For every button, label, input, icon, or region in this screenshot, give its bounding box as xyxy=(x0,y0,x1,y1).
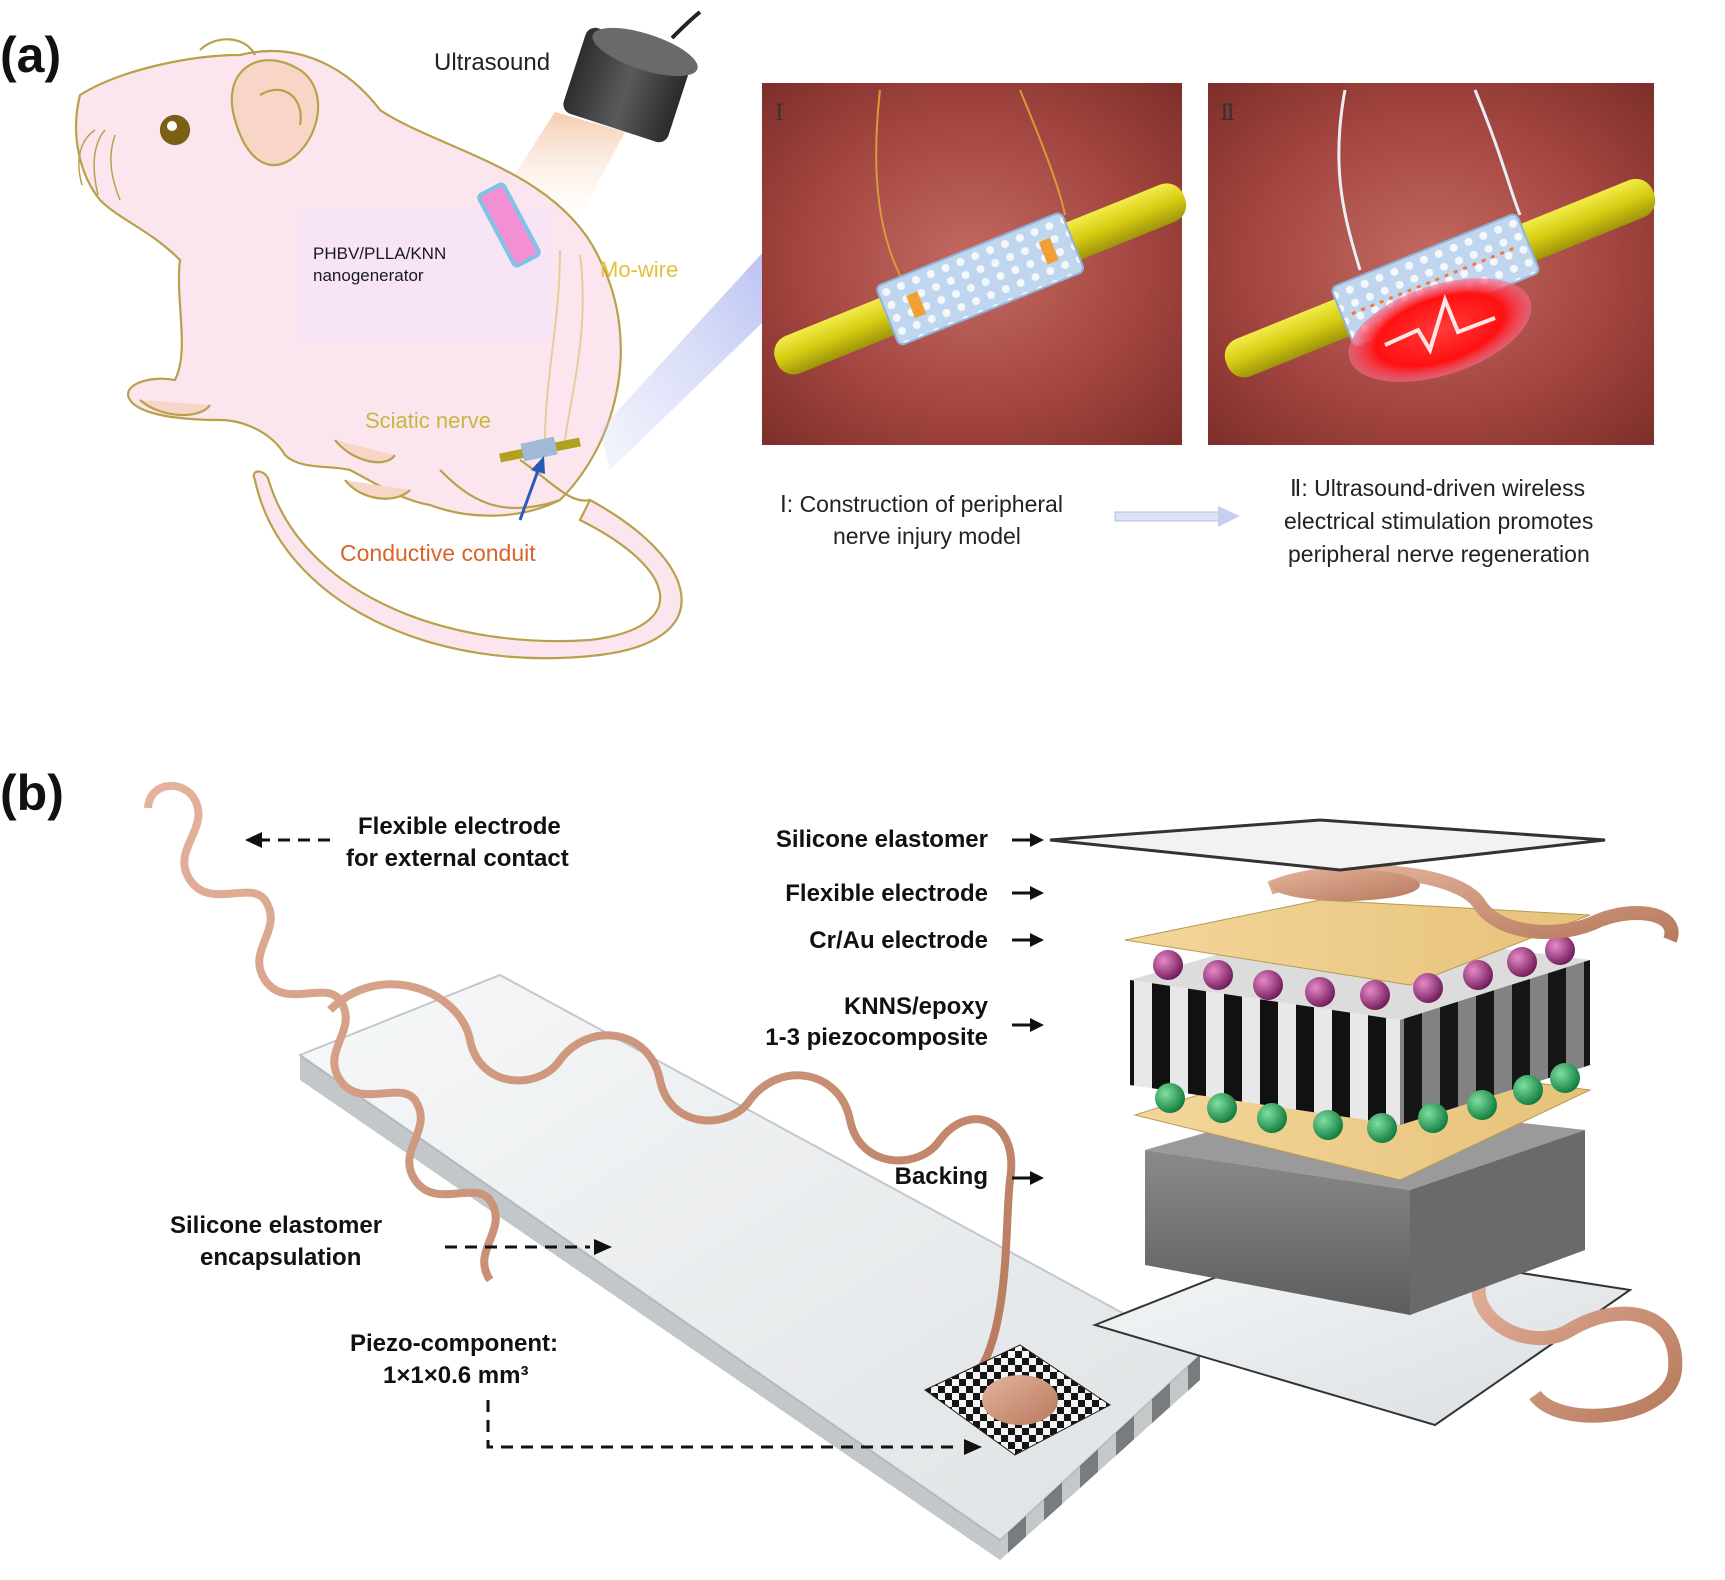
zoom-projection xyxy=(600,250,765,470)
layer-label-3: KNNS/epoxy xyxy=(844,993,989,1020)
piezo-component-line1: Piezo-component: xyxy=(350,1330,558,1357)
layer-label-4: 1-3 piezocomposite xyxy=(765,1024,988,1051)
ultrasound-transducer-icon xyxy=(563,10,702,143)
piezo-component-line2: 1×1×0.6 mm³ xyxy=(383,1362,528,1389)
flex-electrode-ext-line2: for external contact xyxy=(346,845,569,872)
inset-2: Ⅱ xyxy=(1208,83,1656,445)
layer-label-5: Backing xyxy=(895,1163,988,1190)
mo-wire xyxy=(544,249,584,441)
ultrasound-label: Ultrasound xyxy=(434,49,550,76)
flex-electrode-ext-arrow-head xyxy=(245,832,262,848)
mo-wire-label: Mo-wire xyxy=(600,257,678,282)
progress-arrow-icon xyxy=(1114,506,1240,527)
layer-label-0: Silicone elastomer xyxy=(776,826,988,853)
inset-1: Ⅰ xyxy=(762,83,1187,445)
conduit-label: Conductive conduit xyxy=(340,540,536,566)
encapsulation-arrow-head xyxy=(594,1239,612,1255)
exploded-stack xyxy=(1049,818,1683,1427)
piezo-component xyxy=(924,1344,1111,1456)
piezo-component-arrow-head xyxy=(964,1439,982,1455)
inset-1-roman: Ⅰ xyxy=(775,101,784,126)
nanogenerator-label-line1: PHBV/PLLA/KNN xyxy=(313,244,446,263)
conduit-arrow xyxy=(518,464,542,521)
panel-b-label: (b) xyxy=(0,765,64,821)
nanogenerator-label-line2: nanogenerator xyxy=(313,266,424,285)
stimulation-signal-icon xyxy=(1348,278,1532,382)
layer-label-1: Flexible electrode xyxy=(785,880,988,907)
nanogenerator-patch xyxy=(477,182,541,268)
positive-charges xyxy=(1153,935,1575,1010)
serpentine-electrode xyxy=(144,782,1016,1373)
caption-2-line3: peripheral nerve regeneration xyxy=(1288,541,1590,567)
layer-labels: Silicone elastomer Flexible electrode Cr… xyxy=(765,826,988,1190)
encapsulation-line1: Silicone elastomer xyxy=(170,1212,382,1239)
encapsulation-slab xyxy=(297,973,1202,1560)
panel-a-label: (a) xyxy=(0,27,61,83)
layer-label-2: Cr/Au electrode xyxy=(809,927,988,954)
piezo-component-arrow xyxy=(486,1400,960,1449)
conduit-mini xyxy=(520,436,558,462)
flex-electrode-ext-line1: Flexible electrode xyxy=(358,813,561,840)
caption-2-line1: Ⅱ: Ultrasound-driven wireless xyxy=(1290,475,1585,501)
encapsulation-line2: encapsulation xyxy=(200,1244,361,1271)
caption-1-line2: nerve injury model xyxy=(833,523,1021,549)
inset-2-roman: Ⅱ xyxy=(1220,101,1235,126)
layer-arrows xyxy=(1012,833,1044,1185)
panel-a: (a) Ultrasound xyxy=(0,10,1656,660)
negative-charges xyxy=(1155,1063,1580,1143)
slab-end-stripes xyxy=(1000,1355,1200,1560)
conduit-arrow-head xyxy=(531,456,545,474)
caption-2-line2: electrical stimulation promotes xyxy=(1284,508,1593,534)
panel-b: (b) Flexible electrode for external cont… xyxy=(0,765,1683,1560)
caption-1-line1: Ⅰ: Construction of peripheral xyxy=(780,491,1063,517)
sciatic-nerve-label: Sciatic nerve xyxy=(365,408,491,433)
